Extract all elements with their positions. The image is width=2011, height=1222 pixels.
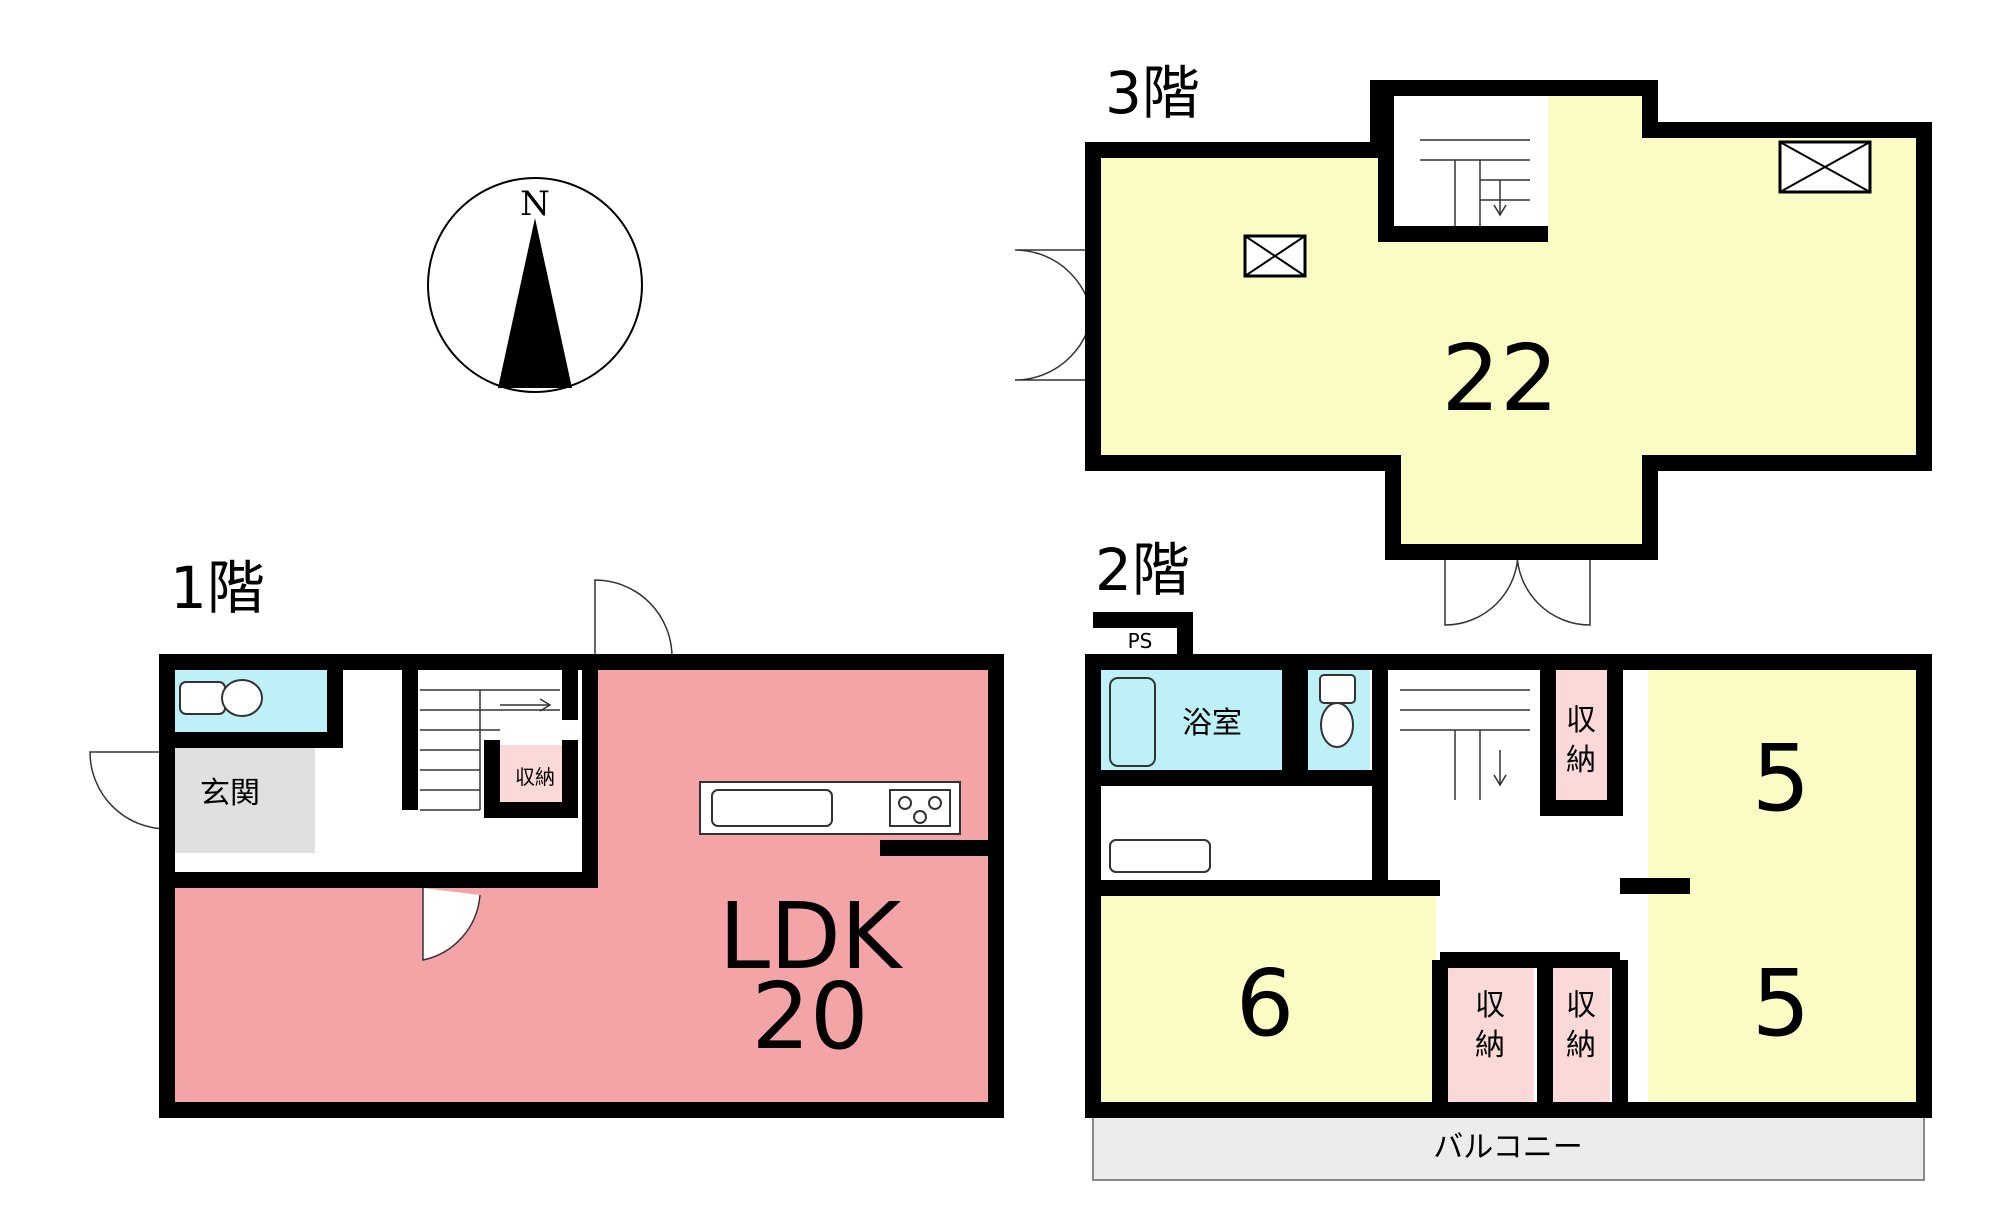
washbasin-icon — [1109, 839, 1211, 873]
bedroom-right-bottom — [1648, 886, 1916, 1102]
floor-1-top-door — [594, 579, 673, 658]
bedroom-right-bottom-size: 5 — [1752, 950, 1811, 1057]
balcony — [1092, 1109, 1925, 1181]
floor-3-stairs — [1386, 96, 1548, 234]
floor-3-bottom-doors — [1444, 551, 1591, 626]
north-arrow-icon — [498, 218, 572, 388]
entrance-area — [175, 748, 315, 853]
bedroom-left-size: 6 — [1236, 950, 1295, 1057]
floor-3-room — [1093, 88, 1924, 552]
floor-2-stairs — [1400, 689, 1530, 800]
storage-bottom-left-label-1: 収 — [1475, 988, 1505, 1023]
skylight-icon — [1243, 234, 1307, 278]
storage-top-label-2: 納 — [1566, 743, 1596, 778]
entrance-door — [89, 751, 168, 830]
stove-icon — [889, 789, 951, 827]
kitchen-sink-icon — [711, 789, 833, 827]
floor-3-room-size: 22 — [1441, 325, 1558, 432]
floor-1: 1階 玄関 収納 — [89, 554, 1004, 1118]
floor-1-label: 1階 — [170, 554, 265, 622]
storage-top — [1555, 670, 1607, 800]
storage-bottom-left-label-2: 納 — [1475, 1028, 1505, 1063]
storage-bottom-left — [1446, 960, 1534, 1102]
floor-2-label: 2階 — [1095, 536, 1190, 604]
floor-1-storage — [500, 745, 570, 805]
compass-north-label: N — [520, 184, 550, 224]
skylight-icon — [1778, 140, 1872, 194]
ps-label: PS — [1128, 629, 1153, 653]
storage-bottom-right-label-2: 納 — [1566, 1028, 1596, 1063]
storage-bottom-right-label-1: 収 — [1566, 988, 1596, 1023]
bedroom-left — [1101, 895, 1436, 1102]
bath-label: 浴室 — [1182, 706, 1242, 741]
storage-top-label-1: 収 — [1566, 703, 1596, 738]
floor-3-left-doors — [1014, 249, 1094, 381]
floor-1-storage-label: 収納 — [515, 765, 555, 789]
floor-3-label: 3階 — [1105, 59, 1200, 127]
floor-2: 2階 バルコニー PS 浴室 収 納 収納 収 納 収納 収 納 収納 — [1085, 536, 1932, 1181]
entrance-label: 玄関 — [200, 776, 260, 811]
storage-bottom-right — [1552, 960, 1610, 1102]
floor-3: 3階 — [1014, 59, 1932, 626]
balcony-label: バルコニー — [1433, 1130, 1582, 1165]
ldk-name: LDK — [719, 883, 904, 990]
bathtub-icon — [1109, 677, 1156, 767]
bedroom-right-top-size: 5 — [1752, 725, 1811, 832]
compass: N — [427, 177, 643, 393]
ldk-size: 20 — [751, 963, 868, 1070]
floor-1-stairs — [420, 689, 560, 811]
bedroom-right-top — [1648, 670, 1916, 886]
ldk-door — [422, 888, 481, 961]
